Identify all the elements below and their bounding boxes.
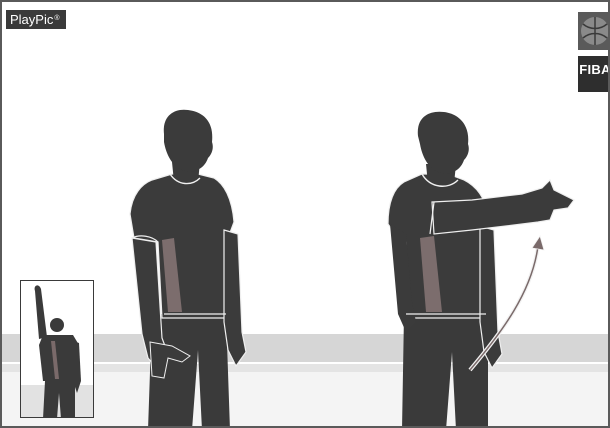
watermark-label: PlayPic bbox=[10, 12, 53, 27]
inset-referee-figure bbox=[21, 281, 94, 418]
signal-inset bbox=[20, 280, 94, 418]
watermark-mark: ® bbox=[54, 15, 59, 22]
fiba-logo-text: FIBA bbox=[578, 56, 610, 92]
fiba-logo: FIBA bbox=[578, 12, 610, 92]
playpic-watermark: PlayPic® bbox=[6, 10, 66, 29]
basketball-logo-icon bbox=[578, 12, 610, 50]
